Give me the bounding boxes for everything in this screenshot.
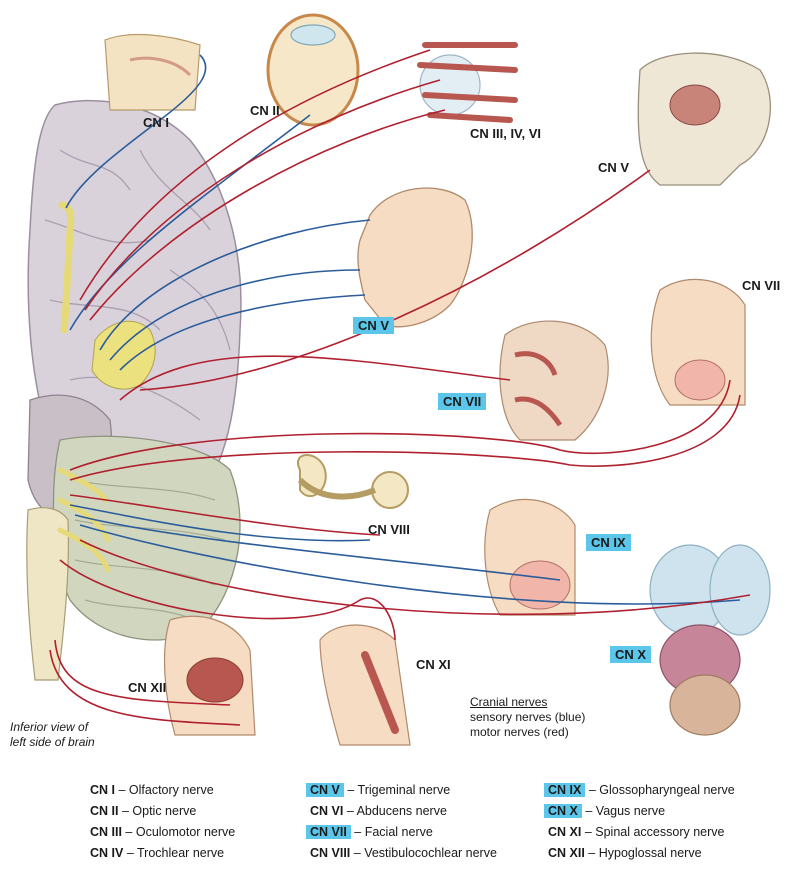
key-nerve-name: Spinal accessory nerve — [595, 825, 725, 839]
label-cn12: CN XII — [128, 680, 167, 695]
key-row: CN XI – Spinal accessory nerve — [548, 825, 725, 839]
view-caption: Inferior view of left side of brain — [10, 720, 95, 750]
sensory-nerves — [65, 54, 741, 605]
key-nerve-name: Vagus nerve — [595, 804, 666, 818]
caption-line-2: left side of brain — [10, 735, 95, 749]
label-cn10: CN X — [610, 646, 652, 663]
label-cn8: CN VIII — [368, 522, 410, 537]
brain-inferior-view — [26, 99, 242, 681]
key-row: CN I – Olfactory nerve — [90, 783, 214, 797]
key-code: CN II — [90, 804, 119, 818]
key-code: CN V — [306, 783, 344, 797]
label-cn2: CN II — [250, 103, 280, 118]
key-row: CN X – Vagus nerve — [544, 801, 735, 822]
label-cn5-top: CN V — [598, 160, 630, 175]
label-cn5-face: CN V — [353, 317, 395, 334]
head-sagittal-sketch-ix — [484, 498, 576, 616]
key-code: CN IX — [544, 783, 586, 797]
legend-sensory: sensory nerves (blue) — [470, 710, 586, 724]
key-row: CN VIII – Vestibulocochlear nerve — [310, 846, 497, 860]
label-cn7-right: CN VII — [742, 278, 781, 293]
key-nerve-name: Olfactory nerve — [128, 783, 214, 797]
key-row: CN VI – Abducens nerve — [310, 804, 447, 818]
key-column-1: CN I – Olfactory nerve CN II – Optic ner… — [90, 780, 235, 864]
key-row: CN III – Oculomotor nerve — [90, 825, 236, 839]
key-code: CN VI — [310, 804, 344, 818]
key-nerve-name: Hypoglossal nerve — [598, 846, 702, 860]
key-code: CN IV — [90, 846, 124, 860]
key-row: CN IX – Glossopharyngeal nerve — [544, 780, 735, 801]
nose-olfactory-sketch — [104, 33, 201, 111]
head-sagittal-sketch-vii — [650, 278, 746, 406]
key-nerve-name: Optic nerve — [132, 804, 197, 818]
key-code: CN XII — [548, 846, 585, 860]
tongue-sketch — [163, 615, 256, 736]
nerve-color-legend: Cranial nerves sensory nerves (blue) mot… — [470, 695, 585, 740]
key-code: CN VII — [306, 825, 351, 839]
legend-title: Cranial nerves — [470, 695, 548, 709]
key-code: CN VIII — [310, 846, 351, 860]
label-cn9: CN IX — [586, 534, 631, 551]
motor-nerves — [49, 49, 751, 726]
key-column-2: CN V – Trigeminal nerve CN VI – Abducens… — [306, 780, 497, 864]
skull-sketch — [637, 52, 772, 186]
key-code: CN X — [544, 804, 582, 818]
key-nerve-name: Vestibulocochlear nerve — [364, 846, 497, 860]
legend-motor: motor nerves (red) — [470, 725, 569, 739]
thorax-abdomen-sketch — [649, 544, 771, 736]
key-code: CN I — [90, 783, 115, 797]
label-cn1: CN I — [143, 115, 169, 130]
facial-muscles-sketch — [499, 320, 609, 441]
key-row: CN XII – Hypoglossal nerve — [548, 846, 702, 860]
label-cn7-face: CN VII — [438, 393, 487, 410]
eyeball-sketch — [266, 13, 360, 127]
key-row: CN V – Trigeminal nerve — [306, 780, 497, 801]
key-row: CN IV – Trochlear nerve — [90, 846, 225, 860]
label-cn11: CN XI — [416, 657, 451, 672]
key-code: CN III — [90, 825, 122, 839]
key-row: CN II – Optic nerve — [90, 804, 197, 818]
cranial-nerves-illustration — [26, 13, 772, 746]
label-cn3-4-6: CN III, IV, VI — [470, 126, 542, 141]
caption-line-1: Inferior view of — [10, 720, 89, 734]
key-column-3: CN IX – Glossopharyngeal nerve CN X – Va… — [544, 780, 735, 864]
key-nerve-name: Oculomotor nerve — [135, 825, 236, 839]
key-nerve-name: Trochlear nerve — [137, 846, 225, 860]
key-code: CN XI — [548, 825, 582, 839]
key-nerve-name: Glossopharyngeal nerve — [599, 783, 735, 797]
eye-muscles-sketch — [417, 42, 518, 123]
key-row: CN VII – Facial nerve — [306, 822, 497, 843]
neck-sketch — [319, 624, 411, 746]
key-nerve-name: Abducens nerve — [356, 804, 447, 818]
inner-ear-sketch — [297, 454, 409, 509]
head-profile-sketch — [357, 187, 473, 328]
key-nerve-name: Trigeminal nerve — [357, 783, 451, 797]
key-nerve-name: Facial nerve — [364, 825, 433, 839]
